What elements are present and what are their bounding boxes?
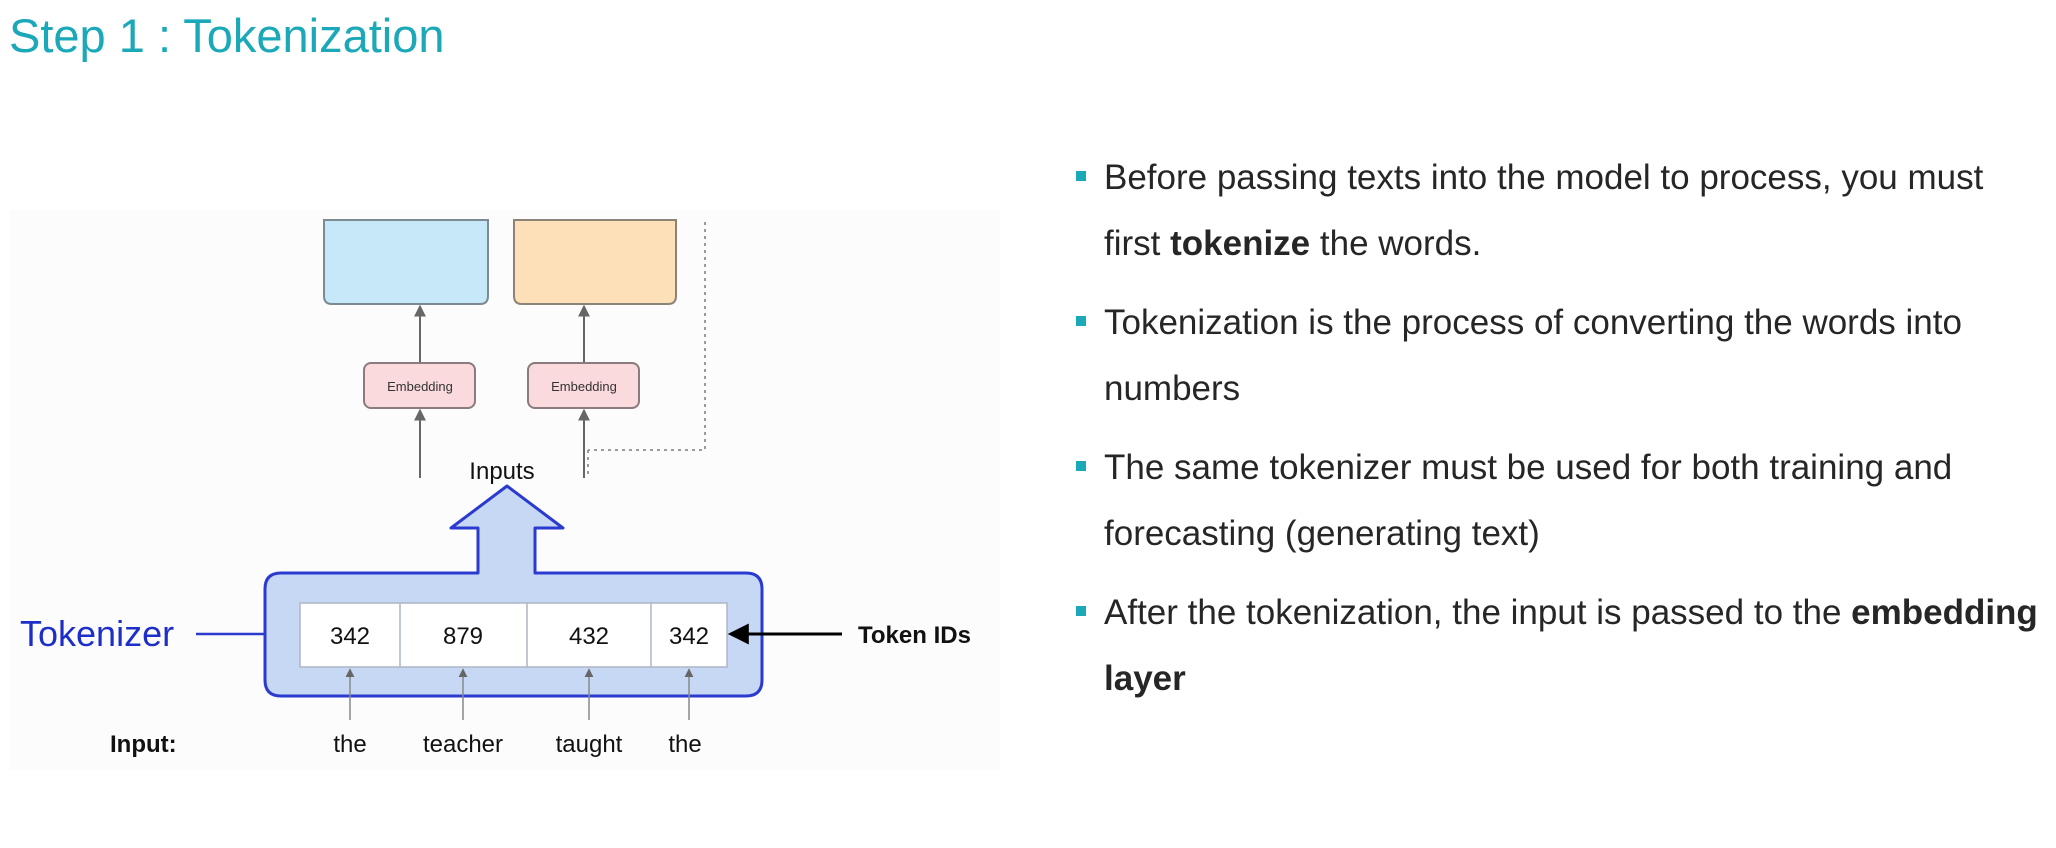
bullet-item: The same tokenizer must be used for both… — [1076, 435, 2046, 567]
bullet-text: Before passing texts into the model to p… — [1104, 158, 1984, 263]
bullet-bold-text: embedding layer — [1104, 593, 2038, 698]
bullet-text: Tokenization is the process of convertin… — [1104, 303, 1962, 408]
tokenizer-label: Tokenizer — [20, 613, 174, 654]
token-id: 342 — [669, 623, 709, 650]
bullet-text-end: the words. — [1310, 224, 1482, 263]
bullet-square-icon — [1076, 461, 1086, 471]
bullet-text: After the tokenization, the input is pas… — [1104, 593, 1852, 632]
bullet-bold-text: tokenize — [1170, 224, 1311, 263]
input-word: teacher — [423, 731, 503, 758]
bullet-square-icon — [1076, 606, 1086, 616]
embedding-label-decoder: Embedding — [551, 379, 617, 394]
input-word: the — [333, 731, 366, 758]
inputs-label: Inputs — [469, 458, 534, 485]
bullet-list: Before passing texts into the model to p… — [1076, 145, 2046, 725]
tokenization-diagram: Embedding Embedding Inputs 342 879 432 3… — [10, 210, 1000, 770]
bullet-text: The same tokenizer must be used for both… — [1104, 448, 1953, 553]
bullet-square-icon — [1076, 316, 1086, 326]
bullet-item: After the tokenization, the input is pas… — [1076, 580, 2046, 712]
token-id: 432 — [569, 623, 609, 650]
embedding-box-encoder — [363, 362, 476, 409]
embedding-label-encoder: Embedding — [387, 379, 453, 394]
bullet-square-icon — [1076, 171, 1086, 181]
bullet-item: Before passing texts into the model to p… — [1076, 145, 2046, 277]
input-word: taught — [556, 731, 623, 758]
embedding-box-decoder — [527, 362, 640, 409]
token-id-table — [299, 602, 728, 668]
slide-title: Step 1 : Tokenization — [9, 9, 445, 62]
token-id: 342 — [330, 623, 370, 650]
token-id: 879 — [443, 623, 483, 650]
input-label: Input: — [110, 731, 177, 758]
bullet-item: Tokenization is the process of convertin… — [1076, 290, 2046, 422]
input-word: the — [668, 731, 701, 758]
token-ids-label: Token IDs — [858, 622, 971, 649]
encoder-block — [323, 219, 489, 305]
decoder-block — [513, 219, 677, 305]
